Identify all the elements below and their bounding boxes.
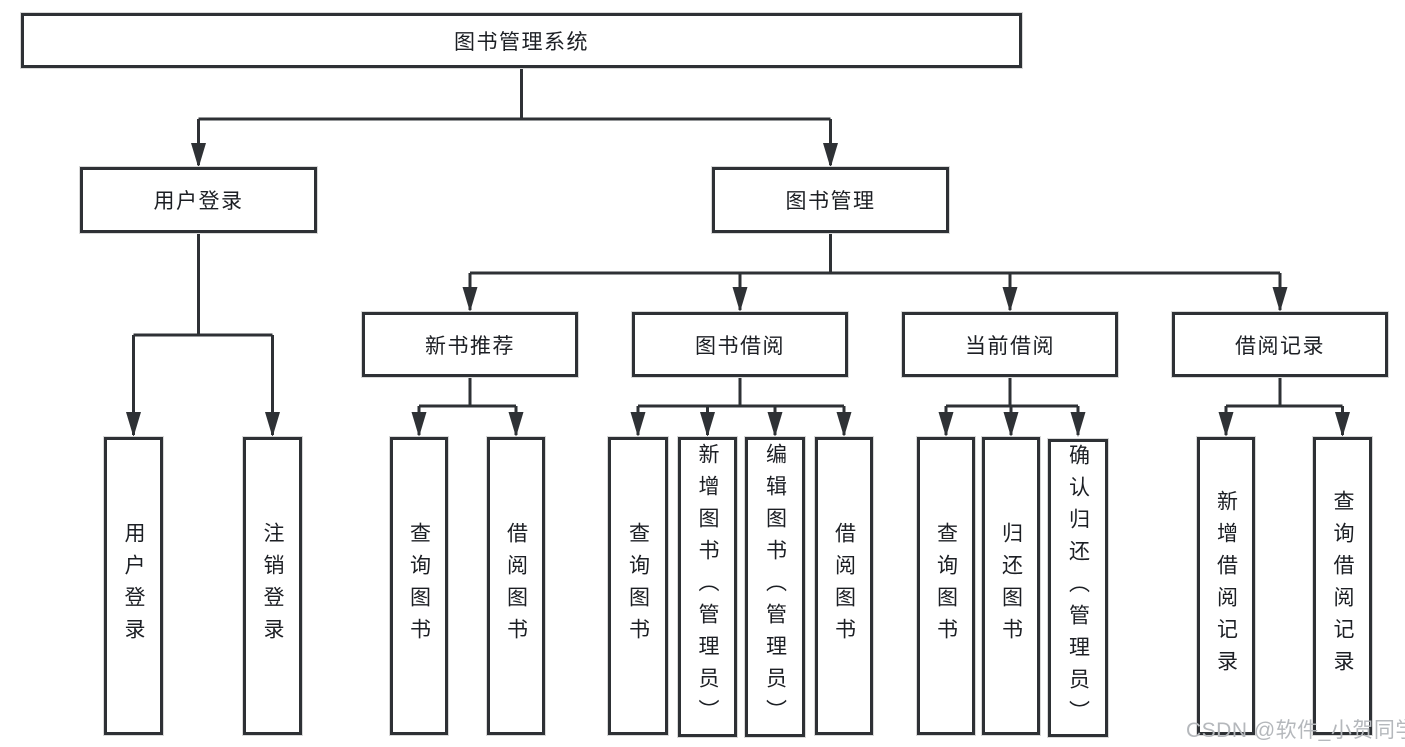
leaf-add-borrow-record-label: 新增借阅记录 <box>1214 490 1238 682</box>
node-root-label: 图书管理系统 <box>454 30 589 54</box>
leaf-query-borrow-record: 查询借阅记录 <box>1313 437 1372 735</box>
node-borrowing-records-label: 借阅记录 <box>1235 334 1325 358</box>
leaf-add-books-admin-label: 新增图书（管理员） <box>696 443 719 731</box>
leaf-user-login: 用户登录 <box>104 437 163 735</box>
leaf-query-books-3-label: 查询图书 <box>934 522 958 650</box>
node-book-borrowing-label: 图书借阅 <box>695 334 785 358</box>
leaf-logout-label: 注销登录 <box>261 522 284 650</box>
node-current-borrowing-label: 当前借阅 <box>965 334 1055 358</box>
node-current-borrowing: 当前借阅 <box>902 312 1118 377</box>
leaf-query-books-1: 查询图书 <box>390 437 448 735</box>
node-new-book-recommend-label: 新书推荐 <box>425 334 515 358</box>
node-book-borrowing: 图书借阅 <box>632 312 848 377</box>
leaf-return-books: 归还图书 <box>982 437 1040 735</box>
node-user-login-label: 用户登录 <box>153 190 244 213</box>
leaf-edit-books-admin: 编辑图书（管理员） <box>745 437 805 737</box>
leaf-query-books-2-label: 查询图书 <box>626 522 650 650</box>
leaf-query-books-2: 查询图书 <box>608 437 668 735</box>
node-root: 图书管理系统 <box>21 13 1022 68</box>
leaf-user-login-label: 用户登录 <box>122 522 145 650</box>
node-new-book-recommend: 新书推荐 <box>362 312 578 377</box>
node-borrowing-records: 借阅记录 <box>1172 312 1388 377</box>
watermark: CSDN @软件_小贺同学 <box>1186 719 1405 742</box>
leaf-query-books-1-label: 查询图书 <box>407 522 431 650</box>
leaf-add-books-admin: 新增图书（管理员） <box>678 437 737 737</box>
leaf-logout: 注销登录 <box>243 437 302 735</box>
leaf-borrow-books-2: 借阅图书 <box>815 437 873 735</box>
node-book-management-label: 图书管理 <box>785 190 876 213</box>
leaf-edit-books-admin-label: 编辑图书（管理员） <box>763 443 787 731</box>
leaf-query-books-3: 查询图书 <box>917 437 975 735</box>
leaf-query-borrow-record-label: 查询借阅记录 <box>1331 490 1354 682</box>
leaf-confirm-return-admin-label: 确认归还（管理员） <box>1066 444 1090 732</box>
leaf-add-borrow-record: 新增借阅记录 <box>1197 437 1255 735</box>
leaf-borrow-books-2-label: 借阅图书 <box>832 522 856 650</box>
leaf-borrow-books-1: 借阅图书 <box>487 437 545 735</box>
leaf-return-books-label: 归还图书 <box>999 522 1023 650</box>
node-book-management: 图书管理 <box>712 167 949 233</box>
node-user-login: 用户登录 <box>80 167 317 233</box>
leaf-borrow-books-1-label: 借阅图书 <box>504 522 528 650</box>
leaf-confirm-return-admin: 确认归还（管理员） <box>1048 439 1108 737</box>
